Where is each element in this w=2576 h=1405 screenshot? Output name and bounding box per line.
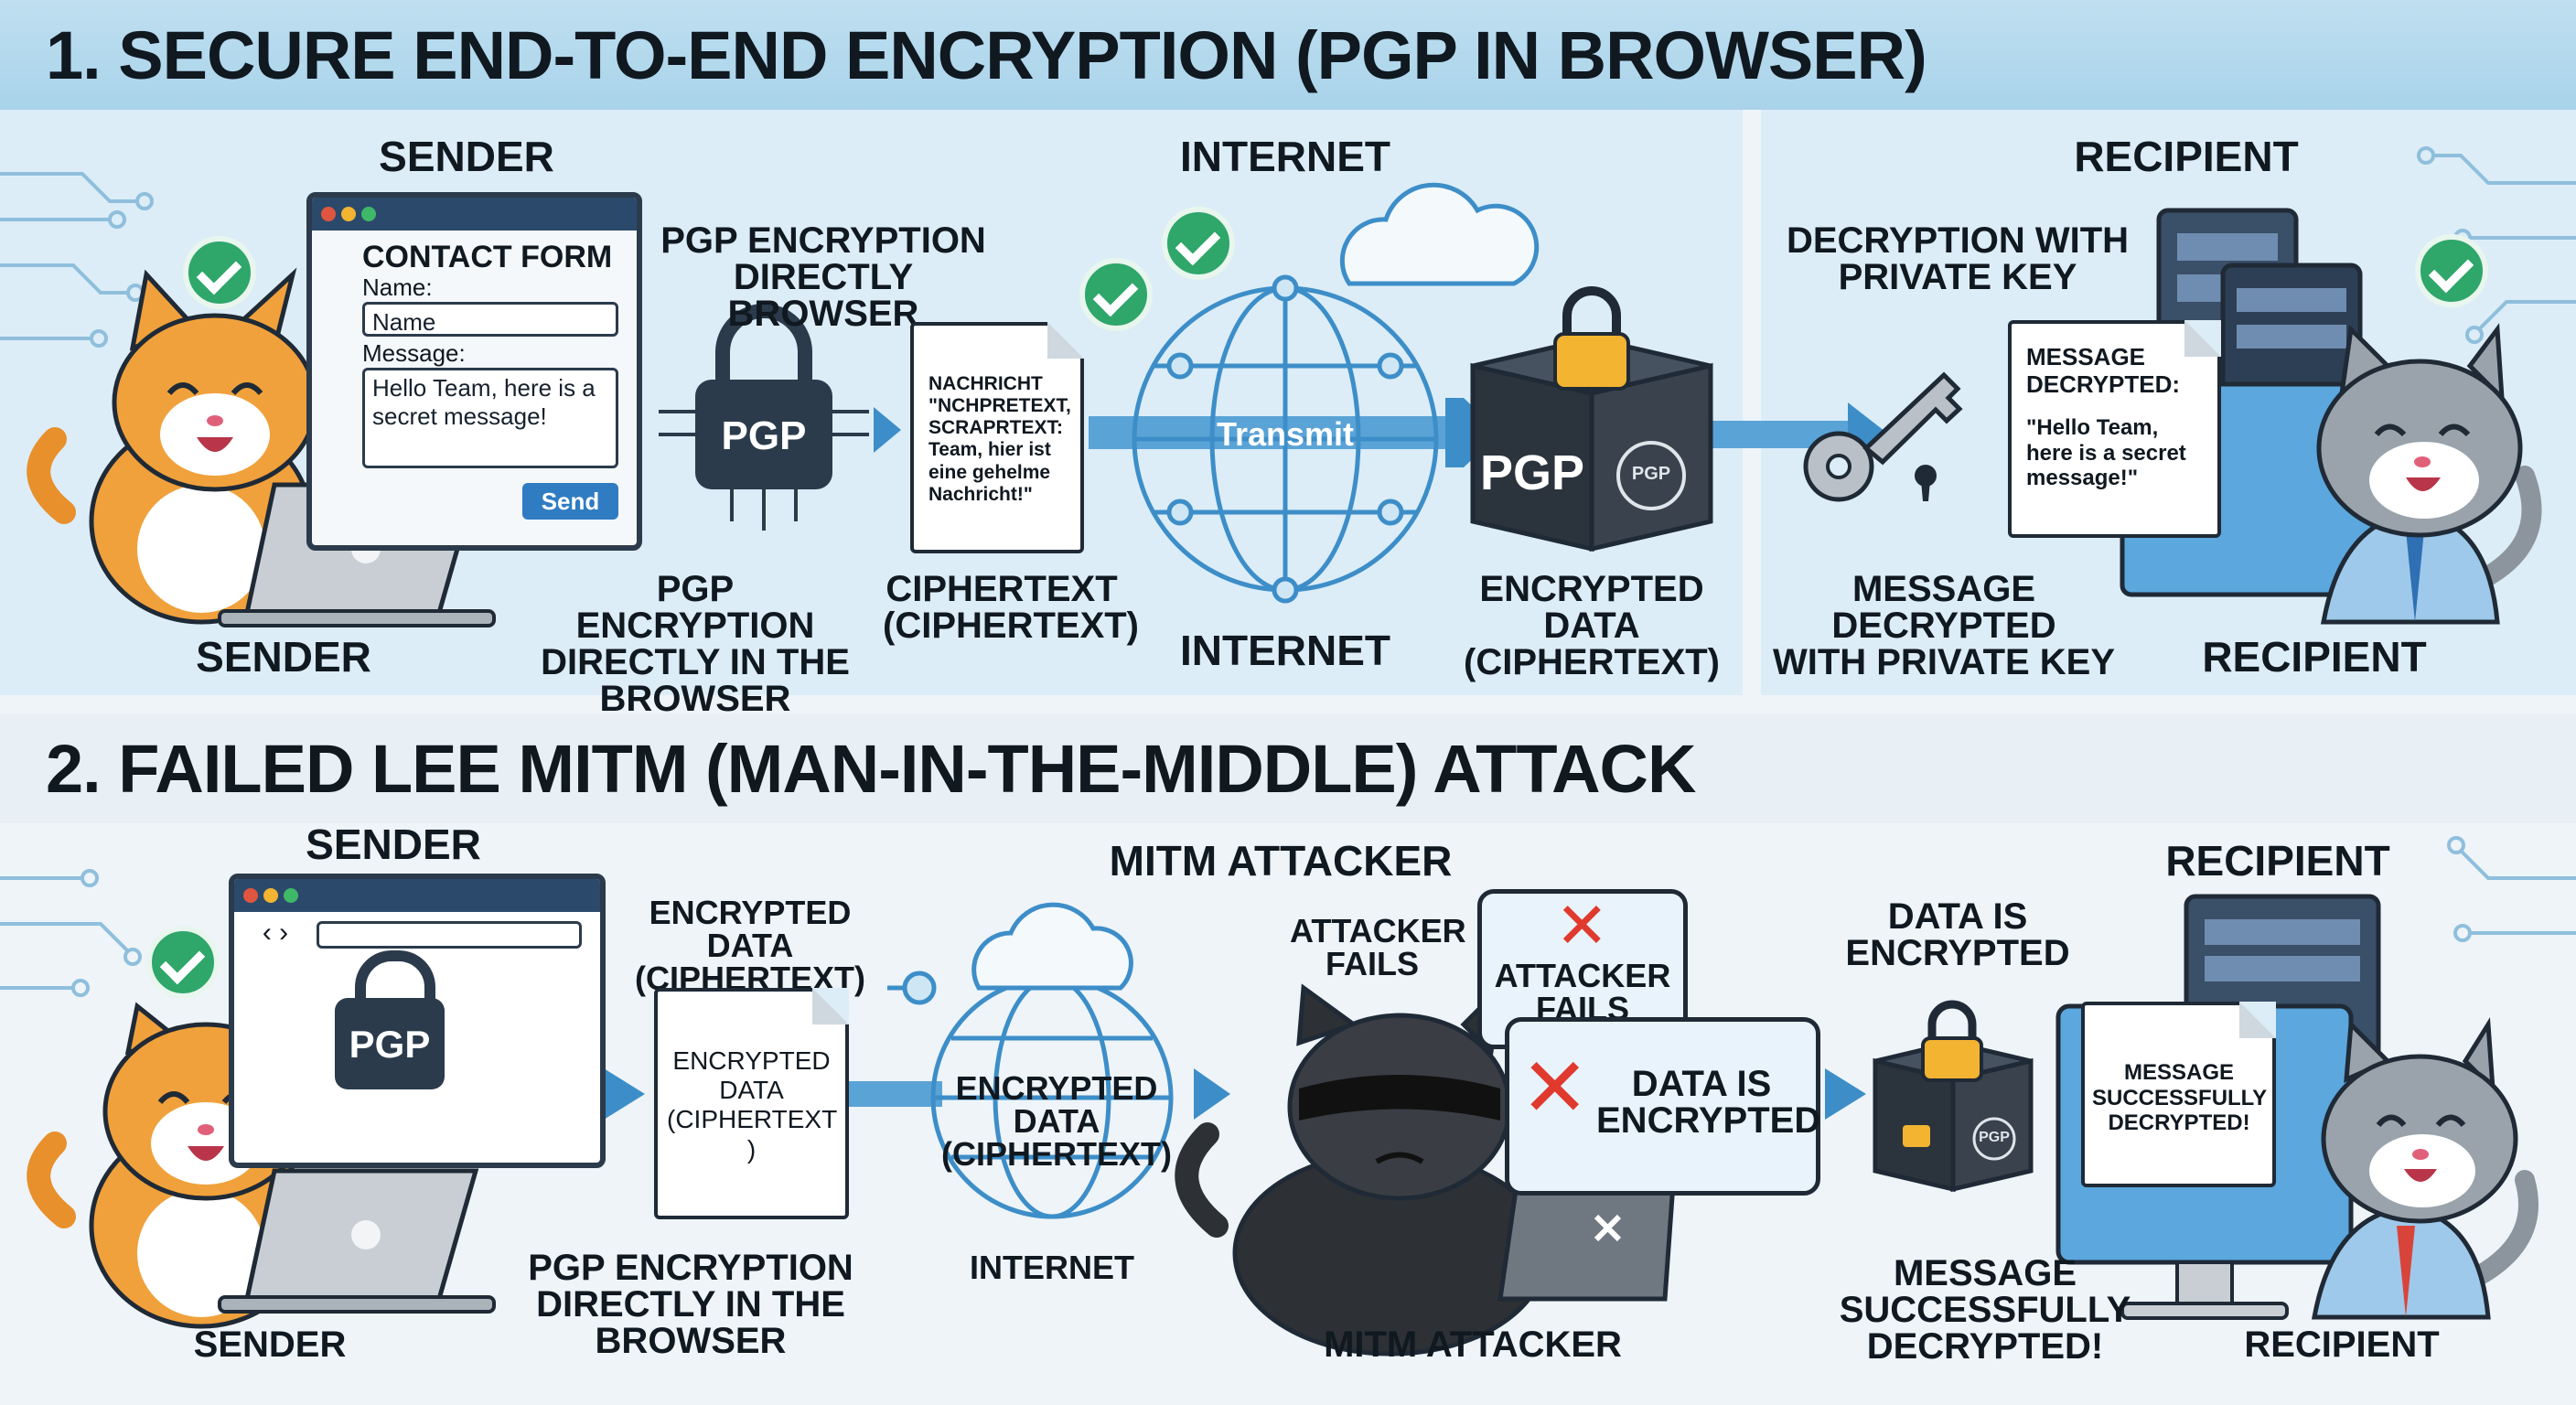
data-encrypted-bubble: ✕ DATA IS ENCRYPTED: [1505, 1017, 1820, 1196]
internet-label-top: INTERNET: [1180, 133, 1390, 180]
section1-title: 1. SECURE END-TO-END ENCRYPTION (PGP IN …: [46, 17, 1927, 93]
encrypted-document: ENCRYPTED DATA (CIPHERTEXT ): [654, 988, 849, 1219]
minimize-dot-icon[interactable]: [341, 207, 356, 221]
internet-label-bottom: INTERNET: [1180, 627, 1390, 674]
sender-cat-1: [27, 267, 318, 625]
recipient-label-bottom: RECIPIENT: [2202, 633, 2427, 681]
decrypted-doc-body: "Hello Team, here is a secret message!": [2026, 415, 2186, 491]
maximize-dot-icon[interactable]: [284, 888, 298, 903]
encrypted-data-caption-top: ENCRYPTED DATA (CIPHERTEXT): [635, 894, 865, 997]
cloud-icon: [1339, 182, 1540, 286]
close-dot-icon[interactable]: [321, 207, 336, 221]
circuit-lines-left: [0, 172, 154, 997]
key-icon: [1803, 371, 1963, 502]
recipient-cat-2: [2312, 1017, 2538, 1320]
address-bar[interactable]: [317, 921, 582, 949]
x-icon: ✕: [1555, 890, 1609, 961]
sender2-label-bottom: SENDER: [193, 1325, 347, 1365]
recipient2-label-bottom: RECIPIENT: [2244, 1325, 2440, 1365]
message-textarea[interactable]: Hello Team, here is a secret message!: [362, 368, 618, 468]
circuit-lines-right: [2417, 146, 2576, 942]
transmit-label: Transmit: [1216, 415, 1355, 453]
name-input[interactable]: Name: [362, 302, 618, 337]
encrypted-box-small: [1873, 1000, 2034, 1193]
success-document: MESSAGE SUCCESSFULLY DECRYPTED!: [2081, 1002, 2276, 1187]
section2-title: 2. FAILED LEE MITM (MAN-IN-THE-MIDDLE) A…: [46, 731, 1696, 807]
decryption-caption-bottom: MESSAGE DECRYPTED WITH PRIVATE KEY: [1772, 569, 2116, 682]
recipient2-label-top: RECIPIENT: [2165, 837, 2390, 885]
maximize-dot-icon[interactable]: [361, 207, 376, 221]
x-icon: ✕: [1520, 1043, 1590, 1134]
message-label: Message:: [362, 339, 466, 367]
arrow-icon: [604, 398, 1889, 1120]
ciphertext-document: NACHRICHT "NCHPRETEXT, SCRAPRTEXT: Team,…: [910, 322, 1084, 553]
internet-encrypted-label: ENCRYPTED DATA (CIPHERTEXT): [941, 1069, 1172, 1173]
success-caption: MESSAGE SUCCESSFULLY DECRYPTED!: [1839, 1253, 2131, 1367]
minimize-dot-icon[interactable]: [263, 888, 278, 903]
pgp-badge-2: PGP: [349, 1023, 431, 1066]
contact-form-window: CONTACT FORM Name: Name Message: Hello T…: [306, 192, 642, 551]
form-title: CONTACT FORM: [362, 240, 613, 274]
attacker-fails-text: ATTACKER FAILS: [1494, 957, 1671, 1027]
close-dot-icon[interactable]: [243, 888, 258, 903]
attacker-fails-small: ATTACKER FAILS: [1290, 912, 1466, 982]
browser-titlebar: [312, 198, 637, 231]
browser-titlebar: [234, 879, 600, 912]
lock-icon: [659, 304, 869, 531]
sender-browser-window: ‹ › PGP: [229, 874, 606, 1168]
check-icon: [1162, 207, 1235, 280]
data-is-encrypted-label: DATA IS ENCRYPTED: [1845, 896, 2070, 973]
box-pgp-seal: PGP: [1631, 464, 1671, 484]
decrypted-doc-title: MESSAGE DECRYPTED:: [2026, 343, 2181, 398]
data-encrypted-text: DATA IS ENCRYPTED: [1596, 1064, 1821, 1141]
ciphertext-caption: CIPHERTEXT (CIPHERTEXT): [883, 569, 1139, 646]
cloud-icon: [971, 902, 1133, 991]
name-label: Name:: [362, 273, 433, 301]
check-icon: [183, 236, 256, 309]
pgp-caption-bottom: PGP ENCRYPTION DIRECTLY IN THE BROWSER: [541, 569, 850, 719]
globe-icon: [1132, 274, 1439, 604]
pgp-badge: PGP: [721, 413, 807, 458]
section2-title-bar: 2. FAILED LEE MITM (MAN-IN-THE-MIDDLE) A…: [0, 713, 2576, 823]
ciphertext-doc-text: NACHRICHT "NCHPRETEXT, SCRAPRTEXT: Team,…: [928, 373, 1071, 505]
check-icon: [146, 926, 220, 999]
recipient-label-top: RECIPIENT: [2074, 133, 2299, 180]
check-icon: [2415, 234, 2488, 307]
pgp-caption-top: PGP ENCRYPTION DIRECTLY BROWSER: [660, 220, 986, 334]
sender-label-top: SENDER: [379, 133, 554, 180]
box-pgp-seal-2: PGP: [1979, 1130, 2010, 1145]
recipient-cat-1: [2316, 323, 2542, 625]
decryption-caption-top: DECRYPTION WITH PRIVATE KEY: [1786, 220, 2130, 297]
attacker-label-bottom: MITM ATTACKER: [1324, 1325, 1622, 1365]
decrypted-document: MESSAGE DECRYPTED: "Hello Team, here is …: [2008, 320, 2221, 538]
success-doc-text: MESSAGE SUCCESSFULLY DECRYPTED!: [2092, 1060, 2268, 1136]
internet-label-2: INTERNET: [970, 1249, 1134, 1286]
pgp-caption-bottom-2: PGP ENCRYPTION DIRECTLY IN THE BROWSER: [528, 1248, 853, 1361]
check-icon: [1079, 258, 1153, 331]
sender-laptop-2: [218, 1168, 496, 1314]
nav-arrows-icon[interactable]: ‹ ›: [262, 917, 289, 948]
box-pgp-label: PGP: [1479, 445, 1585, 500]
encrypted-data-caption: ENCRYPTED DATA (CIPHERTEXT): [1464, 569, 1720, 682]
send-button[interactable]: Send: [522, 483, 618, 520]
encrypted-doc-text: ENCRYPTED DATA (CIPHERTEXT ): [667, 1046, 838, 1164]
encrypted-box: [1470, 286, 1713, 552]
sender2-label-top: SENDER: [306, 820, 481, 868]
section1-title-bar: 1. SECURE END-TO-END ENCRYPTION (PGP IN …: [0, 0, 2576, 110]
sender-label-bottom: SENDER: [196, 633, 371, 681]
attacker-label-top: MITM ATTACKER: [1109, 837, 1453, 885]
attacker-cat: [1175, 981, 1549, 1357]
